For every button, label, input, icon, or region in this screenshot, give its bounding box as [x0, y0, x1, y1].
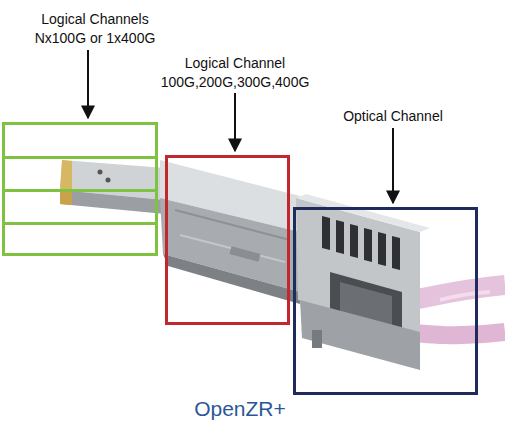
optical-channel-box: Optical Channel	[293, 207, 478, 395]
logical-channel-box: Logical Channel 100G,200G,300G,400G	[165, 155, 290, 325]
lane-divider	[5, 156, 155, 159]
callout-label: Optical Channel	[328, 107, 458, 126]
logical-channels-box: Logical Channels Nx100G or 1x400G	[2, 122, 158, 256]
lane-divider	[5, 189, 155, 192]
callout-label: Logical Channel 100G,200G,300G,400G	[155, 54, 315, 92]
callout-label: Logical Channels Nx100G or 1x400G	[25, 10, 165, 48]
lane-divider	[5, 222, 155, 225]
caption: OpenZR+	[0, 397, 480, 421]
